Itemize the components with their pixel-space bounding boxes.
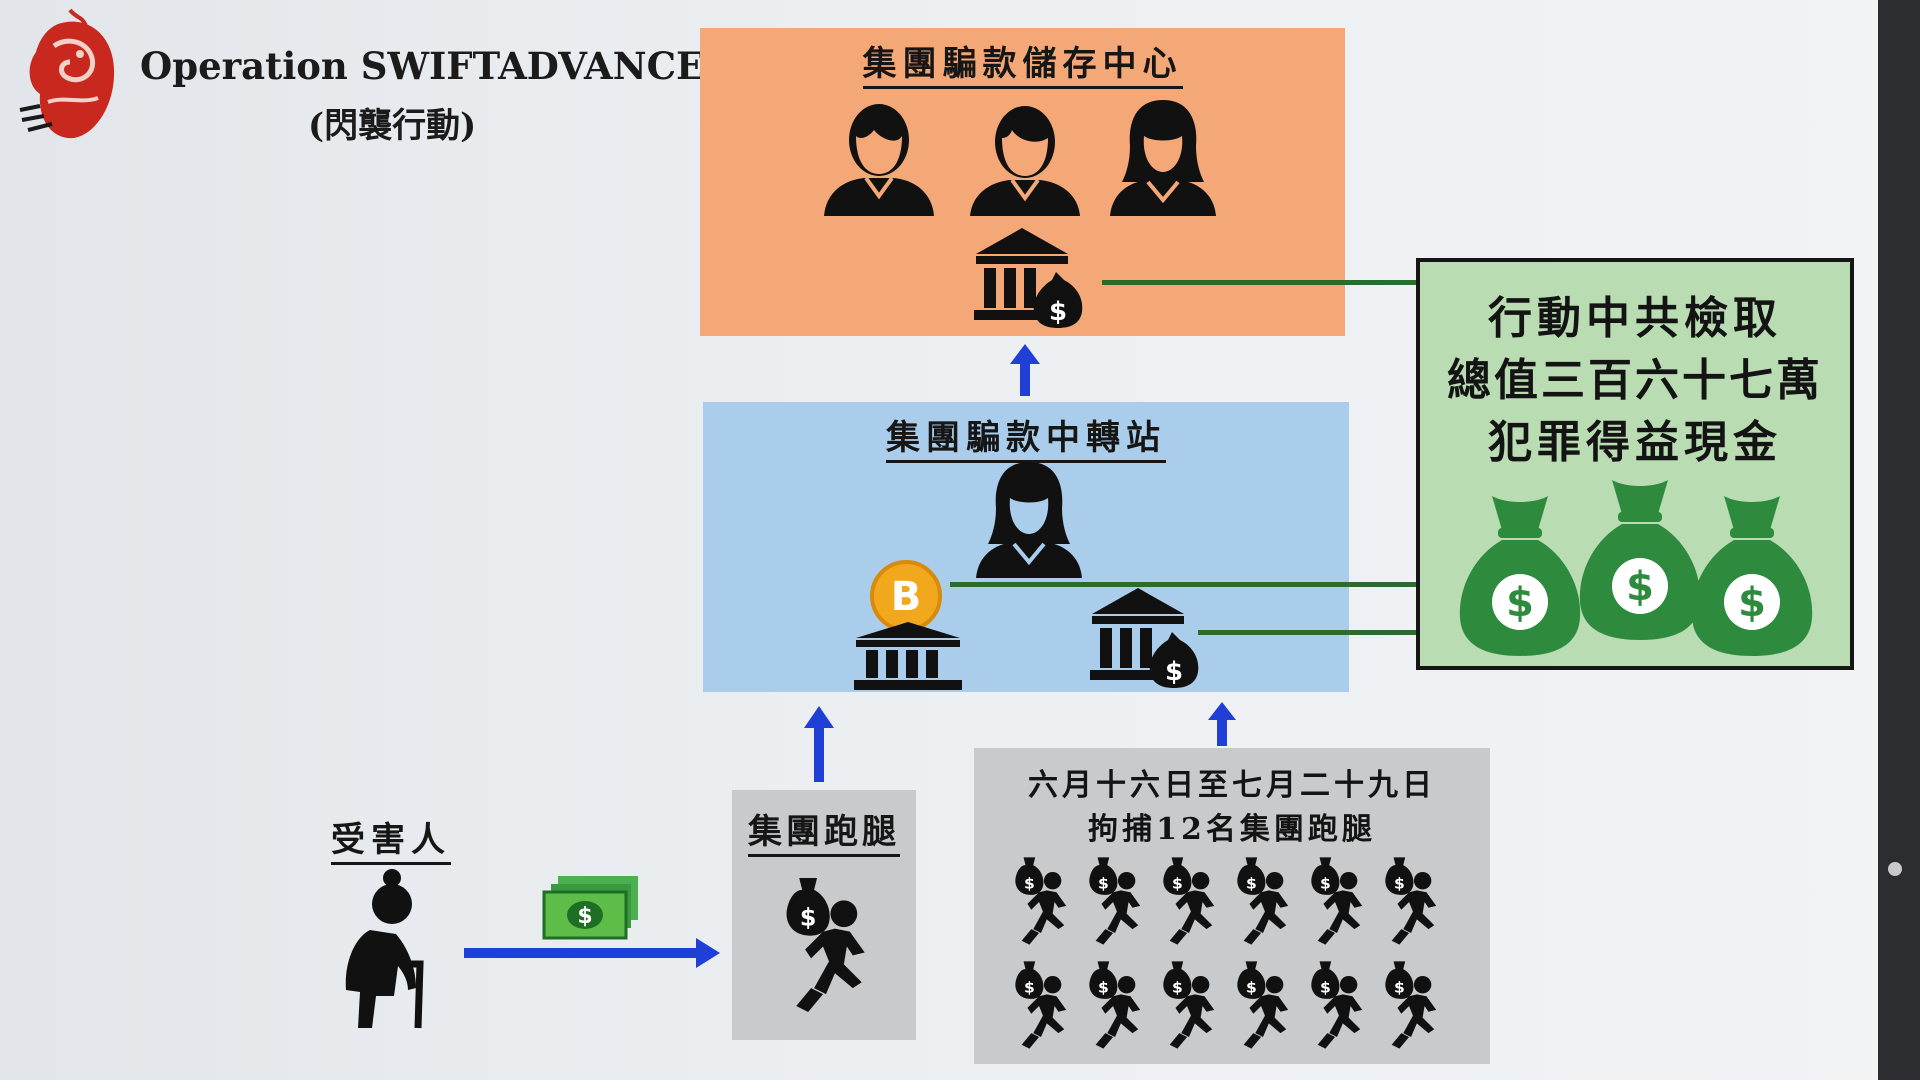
bank-money-bag-icon: $	[1090, 588, 1199, 688]
svg-text:$: $	[1246, 978, 1257, 996]
cash-icon: $	[542, 876, 638, 940]
svg-text:$: $	[1506, 580, 1534, 626]
arrested-runner-icon: $	[1237, 857, 1289, 945]
svg-text:$: $	[1049, 297, 1067, 327]
svg-text:$: $	[1246, 874, 1257, 892]
arrested-runner-icon: $	[1089, 961, 1141, 1049]
storage-center-title: 集團騙款儲存中心	[700, 36, 1345, 89]
svg-text:$: $	[1098, 978, 1109, 996]
arrow-right-icon	[464, 938, 720, 968]
svg-text:B: B	[891, 574, 922, 620]
svg-text:$: $	[1738, 580, 1766, 626]
arrested-runner-icon: $	[1163, 961, 1215, 1049]
svg-text:$: $	[1320, 874, 1331, 892]
female-person-icon	[976, 462, 1082, 578]
victim-label: 受害人	[330, 812, 452, 865]
svg-text:$: $	[1165, 657, 1183, 687]
svg-text:$: $	[1024, 978, 1035, 996]
male-person-icon	[970, 106, 1080, 216]
svg-text:$: $	[1172, 874, 1183, 892]
runner-with-bag-icon: $	[786, 878, 865, 1012]
elderly-woman-icon	[345, 869, 424, 1029]
arrested-runner-icon: $	[1385, 857, 1437, 945]
svg-text:$: $	[1394, 874, 1405, 892]
arrow-up-icon	[1010, 344, 1040, 396]
connector-line-bitcoin	[950, 582, 1418, 587]
svg-text:$: $	[1098, 874, 1109, 892]
arrested-runner-icon: $	[1015, 961, 1067, 1049]
runner-label: 集團跑腿	[732, 804, 916, 857]
arrested-runner-icon: $	[1237, 961, 1289, 1049]
female-person-icon	[1110, 100, 1216, 216]
bitcoin-bank-icon: B	[854, 560, 962, 690]
transfer-station-title: 集團騙款中轉站	[703, 410, 1349, 463]
money-bag-icon: $	[1459, 496, 1581, 656]
svg-text:$: $	[1626, 564, 1654, 610]
arrests-count: 拘捕12名集團跑腿	[1088, 812, 1376, 847]
svg-text:$: $	[1320, 978, 1331, 996]
page-subtitle: (閃襲行動)	[308, 106, 477, 146]
svg-text:$: $	[800, 904, 817, 932]
arrested-runner-icon: $	[1089, 857, 1141, 945]
screen-bezel	[1878, 0, 1920, 1080]
arrow-up-icon	[1208, 702, 1236, 746]
svg-text:$: $	[577, 904, 592, 929]
arrow-up-icon	[804, 706, 834, 782]
svg-text:$: $	[1394, 978, 1405, 996]
svg-text:$: $	[1172, 978, 1183, 996]
arrested-runner-icon: $	[1163, 857, 1215, 945]
arrests-date-range: 六月十六日至七月二十九日	[1028, 768, 1436, 803]
money-bag-icon: $	[1691, 496, 1813, 656]
svg-text:$: $	[1024, 874, 1035, 892]
connector-line-storage	[1102, 280, 1418, 285]
bank-money-bag-icon: $	[974, 228, 1083, 328]
arrested-runner-icon: $	[1311, 961, 1363, 1049]
dragon-logo-icon	[19, 8, 115, 139]
seizure-line-2: 總值三百六十七萬	[1447, 355, 1823, 406]
arrested-runner-icon: $	[1015, 857, 1067, 945]
seizure-line-1: 行動中共檢取	[1488, 293, 1782, 344]
male-person-icon	[824, 104, 934, 216]
page-title: Operation SWIFTADVANCE	[140, 44, 705, 88]
connector-line-bank	[1198, 630, 1418, 635]
arrested-runner-icon: $	[1311, 857, 1363, 945]
seizure-line-3: 犯罪得益現金	[1488, 417, 1782, 468]
money-bag-icon: $	[1579, 480, 1701, 640]
arrested-runner-icon: $	[1385, 961, 1437, 1049]
bezel-indicator	[1888, 862, 1902, 876]
